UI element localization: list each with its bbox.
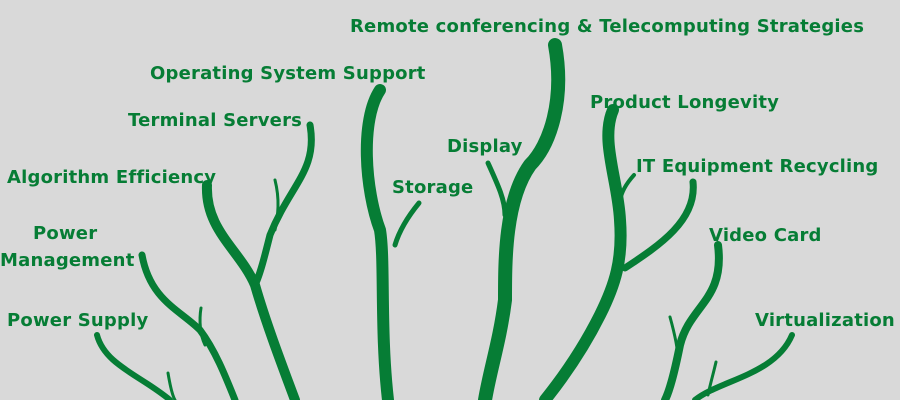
branch-virtualization-twig [706,360,718,397]
branch-remote [478,38,566,400]
branch-power-management-twig [198,306,207,347]
branch-power-management [138,251,239,400]
branch-product-longevity [539,104,627,400]
label-power-supply: Power Supply [7,310,149,331]
branch-terminal-servers [251,121,315,289]
label-display: Display [447,136,523,157]
label-remote-conferencing: Remote conferencing & Telecomputing Stra… [350,16,865,37]
label-video-card: Video Card [709,225,822,246]
branch-storage [392,200,422,248]
label-power-management-line1: Power [33,223,98,244]
label-terminal-servers: Terminal Servers [128,110,303,131]
branch-video-card [661,241,723,400]
label-os-support: Operating System Support [150,63,426,84]
label-power-management-line2: Management [0,250,135,271]
branch-os-support [360,84,394,400]
label-algorithm-efficiency: Algorithm Efficiency [7,167,217,188]
branch-power-supply [94,332,173,400]
label-virtualization: Virtualization [755,310,895,331]
branch-terminal-twig [273,178,280,232]
branch-virtualization [692,332,795,400]
branch-it-recycling-twig [618,173,636,202]
label-storage: Storage [392,177,474,198]
branch-it-recycling [621,178,697,272]
label-it-equipment-recycling: IT Equipment Recycling [636,156,879,177]
branch-power-supply-twig [166,371,177,400]
branch-video-card-twig [668,315,680,362]
label-product-longevity: Product Longevity [590,92,780,113]
branch-display [485,160,508,218]
